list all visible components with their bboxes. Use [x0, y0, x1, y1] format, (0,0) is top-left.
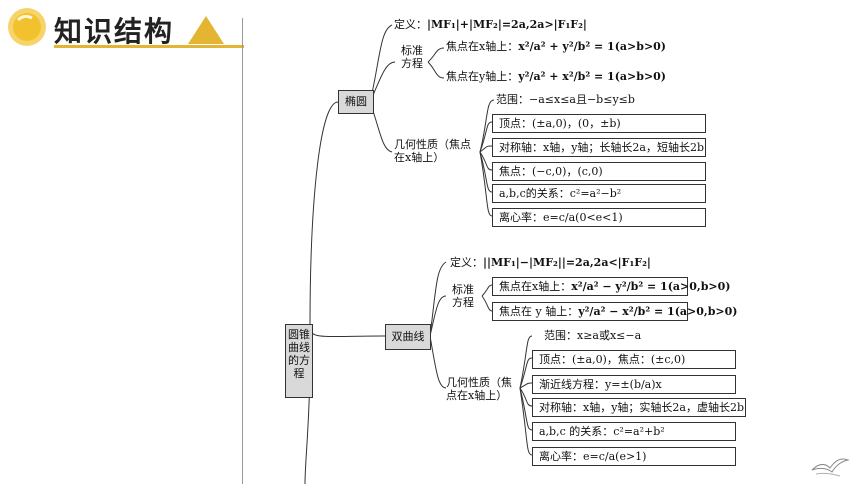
ellipse-geometry-text: 几何性质（焦点在x轴上）	[394, 138, 471, 164]
hyperbola-vertex-text: 顶点：(±a,0)，焦点：(±c,0)	[539, 353, 686, 366]
hyperbola-y-focus-formula: y²/a² − x²/b² = 1(a>0,b>0)	[578, 305, 738, 318]
ellipse-eccentricity-text: 离心率：e=c/a(0<e<1)	[499, 211, 623, 224]
hyperbola-standard-label: 标准方程	[448, 283, 478, 309]
hyperbola-node: 双曲线	[385, 324, 431, 350]
ellipse-definition: 定义：|MF₁|+|MF₂|=2a,2a>|F₁F₂|	[394, 18, 587, 31]
hyperbola-eccentricity: 离心率：e=c/a(e>1)	[532, 447, 736, 466]
ellipse-node: 椭圆	[338, 90, 374, 114]
ellipse-y-focus-formula: y²/a² + x²/b² = 1(a>b>0)	[518, 70, 667, 83]
hyperbola-y-focus: 焦点在 y 轴上：y²/a² − x²/b² = 1(a>0,b>0)	[492, 302, 738, 321]
hyperbola-eccentricity-text: 离心率：e=c/a(e>1)	[539, 450, 647, 463]
hyperbola-standard-text: 标准方程	[452, 283, 474, 309]
ellipse-standard-text: 标准方程	[401, 44, 423, 70]
ellipse-range: 范围：−a≤x≤a且−b≤y≤b	[496, 93, 635, 106]
ellipse-abc: a,b,c的关系：c²=a²−b²	[492, 184, 706, 203]
header-separator	[242, 18, 243, 484]
hyperbola-y-focus-prefix: 焦点在 y 轴上：	[499, 305, 579, 318]
ellipse-abc-text: a,b,c的关系：c²=a²−b²	[499, 187, 622, 200]
ellipse-standard-label: 标准方程	[397, 44, 427, 70]
ellipse-range-text: 范围：−a≤x≤a且−b≤y≤b	[496, 93, 635, 106]
hyperbola-x-focus-formula: x²/a² − y²/b² = 1(a>0,b>0)	[571, 280, 731, 293]
ellipse-label: 椭圆	[345, 95, 367, 108]
ellipse-definition-formula: |MF₁|+|MF₂|=2a,2a>|F₁F₂|	[427, 18, 587, 31]
hyperbola-vertex: 顶点：(±a,0)，焦点：(±c,0)	[532, 350, 736, 369]
ellipse-x-focus-prefix: 焦点在x轴上：	[446, 40, 519, 53]
hyperbola-range: 范围：x≥a或x≤−a	[544, 329, 641, 342]
ellipse-focus-text: 焦点：(−c,0)，(c,0)	[499, 165, 603, 178]
title-triangle-icon	[188, 16, 224, 44]
hyperbola-definition: 定义：||MF₁|−|MF₂||=2a,2a<|F₁F₂|	[450, 256, 651, 269]
hyperbola-asymptote-text: 渐近线方程：y=±(b/a)x	[539, 378, 662, 391]
root-label: 圆锥曲线的方程	[288, 328, 310, 380]
ellipse-focus: 焦点：(−c,0)，(c,0)	[492, 162, 706, 181]
ellipse-x-focus-formula: x²/a² + y²/b² = 1(a>b>0)	[518, 40, 667, 53]
hyperbola-axis: 对称轴：x轴，y轴；实轴长2a，虚轴长2b	[532, 398, 746, 417]
ellipse-y-focus: 焦点在y轴上：y²/a² + x²/b² = 1(a>b>0)	[446, 70, 666, 83]
ellipse-geometry-label: 几何性质（焦点在x轴上）	[394, 138, 478, 164]
hyperbola-asymptote: 渐近线方程：y=±(b/a)x	[532, 375, 736, 394]
title-underline	[54, 45, 244, 48]
hyperbola-geometry-text: 几何性质（焦点在x轴上）	[446, 376, 512, 402]
hyperbola-x-focus-prefix: 焦点在x轴上：	[499, 280, 572, 293]
hyperbola-abc: a,b,c 的关系：c²=a²+b²	[532, 422, 736, 441]
ellipse-x-focus: 焦点在x轴上：x²/a² + y²/b² = 1(a>b>0)	[446, 40, 666, 53]
hyperbola-range-text: 范围：x≥a或x≤−a	[544, 329, 642, 342]
hyperbola-x-focus: 焦点在x轴上：x²/a² − y²/b² = 1(a>0,b>0)	[492, 277, 731, 296]
hyperbola-label: 双曲线	[391, 330, 425, 343]
hyperbola-axis-text: 对称轴：x轴，y轴；实轴长2a，虚轴长2b	[539, 401, 745, 414]
ellipse-axis-text: 对称轴：x轴，y轴；长轴长2a，短轴长2b	[499, 141, 705, 154]
ellipse-vertex-text: 顶点：(±a,0)，(0，±b)	[499, 117, 621, 130]
ellipse-axis: 对称轴：x轴，y轴；长轴长2a，短轴长2b	[492, 138, 706, 157]
hyperbola-definition-prefix: 定义：	[450, 256, 483, 269]
hyperbola-geometry-label: 几何性质（焦点在x轴上）	[446, 376, 522, 402]
ellipse-eccentricity: 离心率：e=c/a(0<e<1)	[492, 208, 706, 227]
ellipse-definition-prefix: 定义：	[394, 18, 427, 31]
ellipse-vertex: 顶点：(±a,0)，(0，±b)	[492, 114, 706, 133]
hyperbola-definition-formula: ||MF₁|−|MF₂||=2a,2a<|F₁F₂|	[483, 256, 651, 269]
root-node: 圆锥曲线的方程	[285, 324, 313, 398]
sun-logo-icon	[8, 8, 46, 46]
bird-decoration-icon	[811, 458, 850, 477]
hyperbola-abc-text: a,b,c 的关系：c²=a²+b²	[539, 425, 665, 438]
page-title: 知识结构	[54, 15, 175, 48]
ellipse-y-focus-prefix: 焦点在y轴上：	[446, 70, 519, 83]
